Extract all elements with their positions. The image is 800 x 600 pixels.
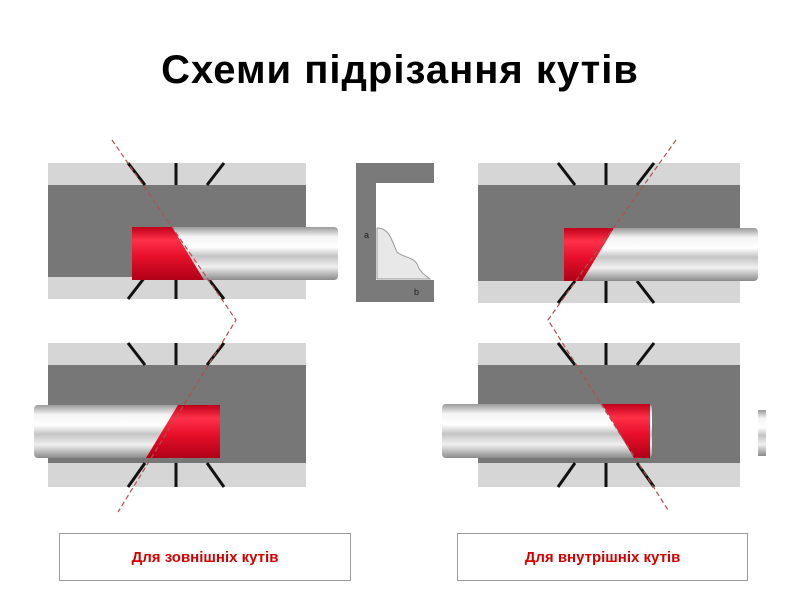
red-cut-face xyxy=(602,404,650,458)
saw-slot-marks xyxy=(126,162,226,300)
molding-bar xyxy=(564,228,758,281)
saw-slot-marks xyxy=(556,162,656,304)
saw-slot-marks xyxy=(556,342,656,488)
cut-guide-line xyxy=(547,139,677,511)
cut-guide-line xyxy=(111,139,237,513)
molding-bar-edge xyxy=(758,410,766,456)
inner-corner-scheme xyxy=(442,139,766,511)
page-title: Схеми підрізання кутів xyxy=(161,48,639,92)
red-cut-face xyxy=(132,227,204,280)
profile-label-b: b xyxy=(414,287,419,297)
miter-box-light-top xyxy=(478,343,740,365)
caption-inner-corners: Для внутрішніх кутів xyxy=(457,533,748,581)
miter-box-light-top xyxy=(478,163,740,185)
red-cut-face xyxy=(564,228,614,281)
profile-label-a: a xyxy=(364,230,369,240)
molding-profile: a b xyxy=(356,163,434,302)
profile-channel xyxy=(356,163,434,302)
miter-box-light-bottom xyxy=(478,463,740,487)
profile-section xyxy=(376,227,432,280)
caption-outer-corners: Для зовнішніх кутів xyxy=(59,533,351,581)
molding-bar xyxy=(442,404,652,458)
miter-box-light-bottom xyxy=(478,281,740,303)
outer-corner-scheme xyxy=(34,139,338,513)
red-cut-face xyxy=(146,405,220,458)
